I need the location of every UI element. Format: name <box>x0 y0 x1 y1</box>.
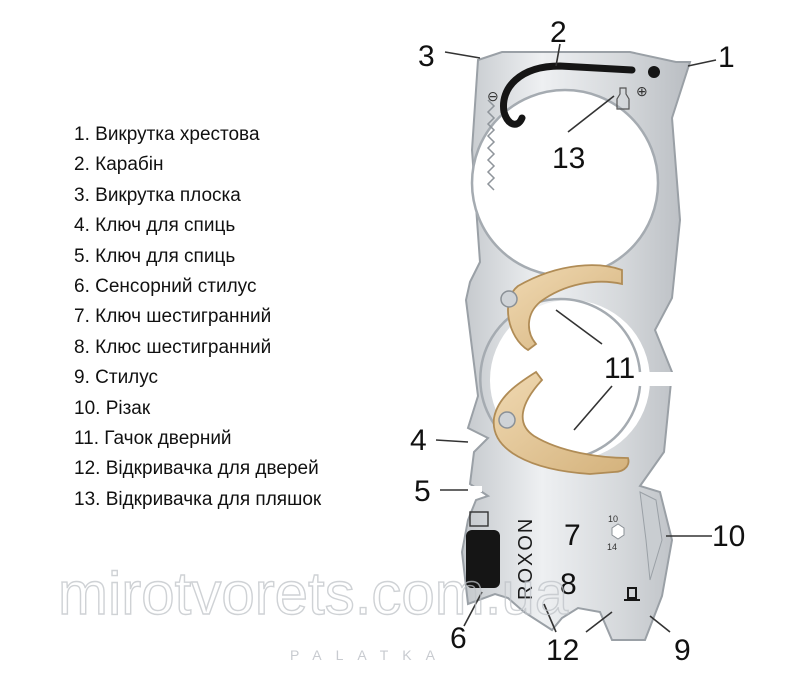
leader-3 <box>444 51 481 59</box>
cutter-slot <box>639 491 663 581</box>
legend-number: 2. <box>74 154 90 176</box>
legend-number: 11. <box>74 428 100 450</box>
legend-item: 6. Сенсорний стилус <box>74 272 321 302</box>
phillips-tip-hole <box>648 66 660 78</box>
leader-13 <box>567 95 615 133</box>
lower-ring-rim <box>479 297 642 461</box>
leader-11b <box>573 385 613 431</box>
callout-9: 9 <box>674 634 691 667</box>
legend-number: 3. <box>74 184 90 206</box>
legend-label: Клюс шестигранний <box>95 336 272 358</box>
minus-mark: ⊖ <box>487 88 499 104</box>
door-hook-upper <box>507 264 623 352</box>
hook-rivet-upper <box>500 290 518 308</box>
legend-number: 13. <box>74 488 101 510</box>
leader-9a <box>585 611 613 633</box>
callout-3: 3 <box>418 40 435 73</box>
leader-4 <box>435 439 469 443</box>
legend-number: 1. <box>74 124 90 145</box>
legend-label: Ключ для спиць <box>95 215 236 237</box>
legend-item: 11. Гачок дверний <box>74 424 321 454</box>
legend-number: 9. <box>74 367 90 389</box>
legend-label: Гачок дверний <box>104 428 232 450</box>
legend-number: 4. <box>74 215 90 237</box>
tool-body <box>460 51 692 641</box>
legend-item: 7. Ключ шестигранний <box>74 302 321 332</box>
leader-9b <box>649 615 671 633</box>
callout-11: 11 <box>604 352 635 385</box>
hex-size-10: 10 <box>608 514 618 524</box>
door-hook-lower <box>493 370 630 475</box>
serrated-edge <box>486 99 496 191</box>
callout-8: 8 <box>560 568 577 601</box>
legend-number: 5. <box>74 245 90 267</box>
callout-13: 13 <box>552 142 585 175</box>
bottle-icon <box>616 87 630 110</box>
touch-stylus-tip <box>466 530 500 588</box>
legend-label: Ключ для спиць <box>95 245 236 267</box>
legend-item: 13. Відкривачка для пляшок <box>74 485 321 515</box>
callout-12: 12 <box>546 634 579 667</box>
leader-2 <box>555 43 561 67</box>
legend-item: 1. Викрутка хрестова <box>74 120 321 150</box>
legend-label: Сенсорний стилус <box>95 276 257 298</box>
legend-item: 12. Відкривачка для дверей <box>74 454 321 484</box>
legend-label: Відкривачка для пляшок <box>105 488 322 510</box>
callout-4: 4 <box>410 424 427 457</box>
legend-item: 9. Стилус <box>74 363 321 393</box>
stylus-icon-box <box>469 511 489 527</box>
legend-label: Викрутка хрестова <box>95 124 260 145</box>
hex-size-14: 14 <box>607 542 617 552</box>
legend-number: 7. <box>74 306 90 328</box>
legend-item: 4. Ключ для спиць <box>74 211 321 241</box>
callout-5: 5 <box>414 475 431 508</box>
leader-lines <box>435 43 717 633</box>
parts-legend: 1. Викрутка хрестова 2. Карабін 3. Викру… <box>74 120 321 515</box>
leader-1 <box>687 59 717 67</box>
hook-rivet-lower <box>498 411 516 429</box>
callout-10: 10 <box>712 520 745 553</box>
hex-wrench-hole-10 <box>611 523 625 540</box>
callout-6: 6 <box>450 622 467 655</box>
legend-item: 8. Клюс шестигранний <box>74 333 321 363</box>
callout-7: 7 <box>564 519 581 552</box>
legend-label: Стилус <box>95 367 159 389</box>
plus-mark: ⊕ <box>636 83 648 99</box>
leader-11a <box>555 309 603 345</box>
leader-6 <box>463 591 483 627</box>
carabiner-wire <box>500 62 636 128</box>
spoke-wrench-notch-4 <box>466 436 482 442</box>
watermark-sub: PALATKA <box>290 647 449 663</box>
brand-logo: ROXON <box>515 517 537 600</box>
legend-label: Різак <box>105 397 151 419</box>
legend-item: 2. Карабін <box>74 150 321 180</box>
legend-number: 10. <box>74 397 101 419</box>
legend-label: Відкривачка для дверей <box>105 458 319 480</box>
legend-number: 6. <box>74 276 90 298</box>
legend-number: 12. <box>74 458 101 480</box>
watermark-site: mirotvorets.com.ua <box>58 560 569 627</box>
legend-number: 8. <box>74 336 90 358</box>
callout-1: 1 <box>718 41 735 74</box>
legend-item: 5. Ключ для спиць <box>74 242 321 272</box>
legend-item: 10. Різак <box>74 394 321 424</box>
leader-12 <box>543 603 557 633</box>
legend-label: Ключ шестигранний <box>95 306 272 328</box>
legend-label: Карабін <box>95 154 164 176</box>
callout-2: 2 <box>550 16 567 49</box>
legend-label: Викрутка плоска <box>95 184 241 206</box>
legend-item: 3. Викрутка плоска <box>74 181 321 211</box>
stylus-pen-icon <box>624 587 640 601</box>
spoke-wrench-notch-5 <box>466 486 482 492</box>
